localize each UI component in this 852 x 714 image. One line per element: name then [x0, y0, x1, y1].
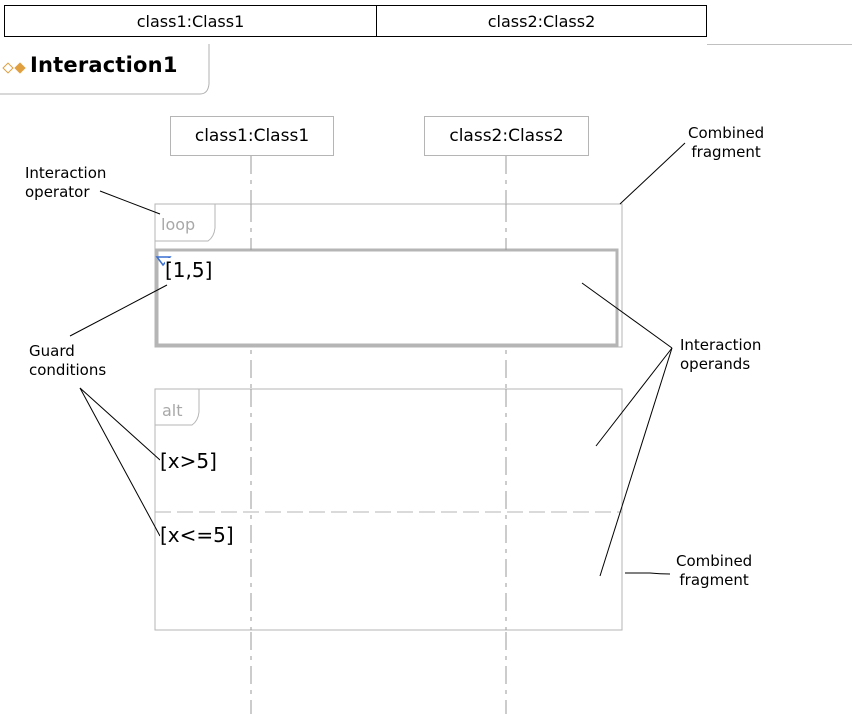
annotation-line-1: Combined	[676, 552, 753, 570]
header-lifeline-1[interactable]: class1:Class1	[5, 6, 377, 36]
annotation-line-2: operator	[25, 183, 90, 201]
annotation-guard-conditions: Guard conditions	[29, 342, 106, 380]
loop-guard[interactable]: [1,5]	[165, 258, 213, 282]
annotation-line-1: Interaction	[680, 336, 762, 354]
annotation-interaction-operands: Interaction operands	[680, 336, 761, 374]
header-divider	[707, 44, 852, 45]
leader-guard-alt-1	[79, 387, 161, 461]
annotation-line-2: conditions	[29, 361, 107, 379]
lifeline-header-ruler: class1:Class1 class2:Class2	[4, 5, 707, 37]
loop-operand	[155, 248, 619, 347]
annotation-line-2: fragment	[679, 571, 749, 589]
leader-guard-alt-2	[79, 387, 161, 537]
lifeline-2-head[interactable]: class2:Class2	[424, 116, 589, 156]
annotation-line-2: fragment	[691, 143, 761, 161]
leader-combined-fragment-bottom	[625, 572, 671, 575]
alt-fragment-frame	[154, 388, 623, 631]
leader-guard-loop	[69, 284, 168, 337]
annotation-interaction-operator: Interaction operator	[25, 164, 106, 202]
loop-operator-tab	[155, 204, 216, 242]
lifeline-1-head[interactable]: class1:Class1	[170, 116, 334, 156]
interaction-tab[interactable]: Interaction1	[0, 44, 210, 95]
annotation-line-1: Guard	[29, 342, 75, 360]
annotation-line-2: operands	[680, 355, 751, 373]
annotation-combined-fragment-top: Combined fragment	[688, 124, 764, 162]
leader-operand-alt-1	[595, 347, 673, 447]
leader-operand-alt-2	[599, 347, 673, 577]
alt-guard-2[interactable]: [x<=5]	[160, 523, 234, 547]
leader-interaction-operator	[99, 190, 161, 215]
header-lifeline-2[interactable]: class2:Class2	[487, 11, 596, 31]
leader-combined-fragment-top	[619, 142, 686, 205]
interaction-tab-outline	[0, 44, 210, 95]
interaction-title: Interaction1	[30, 53, 178, 77]
loop-fragment-frame	[154, 203, 623, 348]
annotation-line-1: Interaction	[25, 164, 107, 182]
alt-operator-tab	[155, 389, 200, 426]
loop-operator-label[interactable]: loop	[161, 215, 196, 234]
leader-operand-loop	[581, 282, 673, 349]
alt-operator-label[interactable]: alt	[162, 401, 183, 420]
alt-guard-1[interactable]: [x>5]	[160, 449, 217, 473]
annotation-line-1: Combined	[688, 124, 765, 142]
annotation-combined-fragment-bottom: Combined fragment	[676, 552, 752, 590]
